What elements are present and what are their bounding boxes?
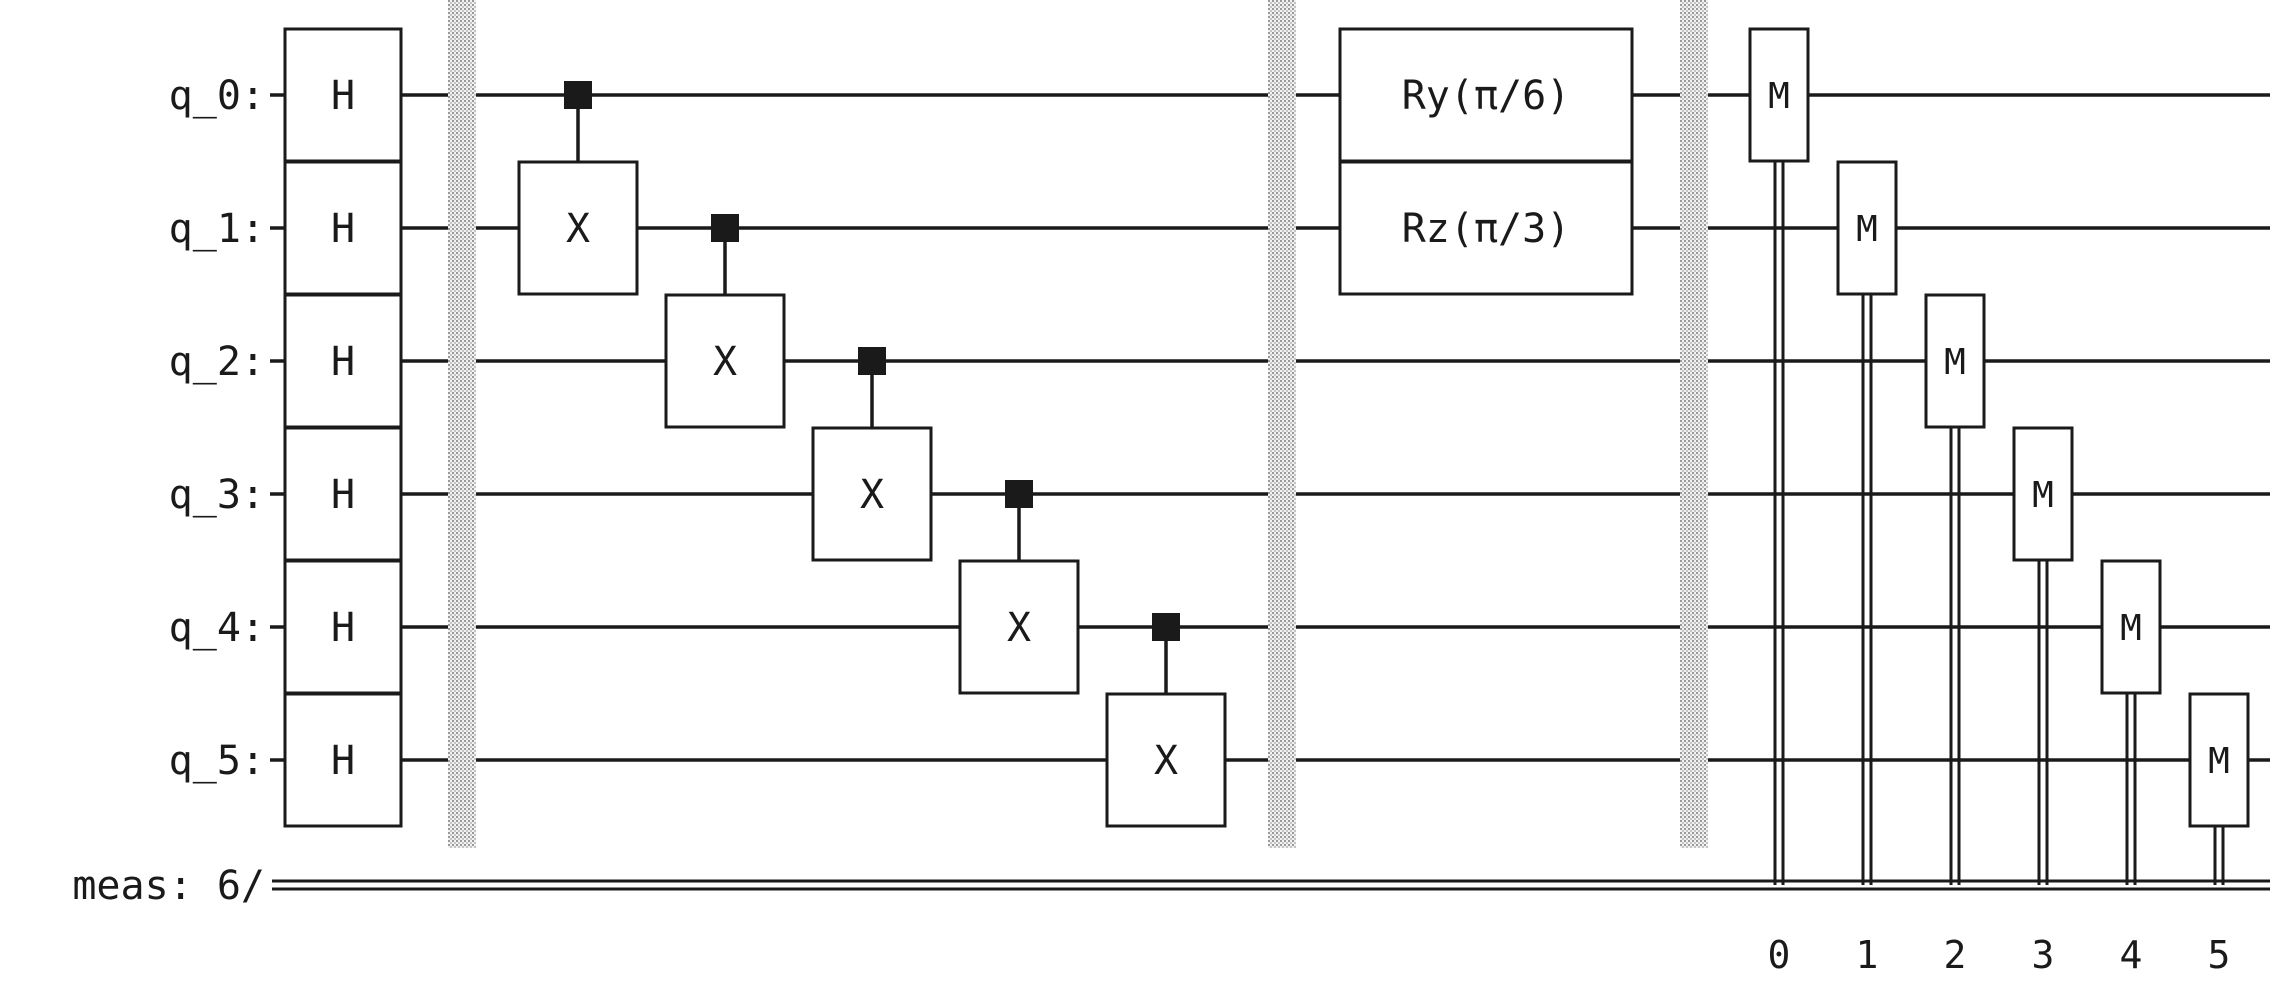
x-gate-box [811,426,933,562]
measure-label: M [2120,608,2142,649]
h-gate-2: H [283,293,403,429]
x-gate-label: X [1007,605,1031,651]
x-gate-label: X [713,339,737,385]
x-gate-box [517,160,639,296]
qubit-label-3: q_3: [169,472,265,518]
measure-label: M [2208,741,2230,782]
x-gate-label: X [860,472,884,518]
measure-1: M [1836,160,1898,885]
h-gate-label: H [331,605,355,651]
measure-box [1924,293,1986,429]
rotation-gate-label: Ry(π/6) [1402,73,1571,119]
classical-bit-index: 4 [2120,933,2143,977]
classical-bit-index: 3 [2032,933,2055,977]
measure-label: M [1856,209,1878,250]
control-dot [564,81,592,109]
cnot-1: X [664,214,786,429]
cnot-2: X [811,347,933,562]
x-gate-box [1105,692,1227,828]
measure-3: M [2012,426,2074,885]
barrier-2 [1680,0,1708,848]
classical-bit-index: 0 [1768,933,1791,977]
x-gate-label: X [1154,738,1178,784]
rotation-gate-1: Rz(π/3) [1338,160,1634,296]
measure-2: M [1924,293,1986,885]
h-gate-0: H [283,27,403,163]
measure-box [1748,27,1810,163]
h-gate-1: H [283,160,403,296]
control-dot [1005,480,1033,508]
measure-label: M [2032,475,2054,516]
qubit-label-2: q_2: [169,339,265,385]
rotation-gate-0: Ry(π/6) [1338,27,1634,163]
h-gate-label: H [331,339,355,385]
classical-bit-index: 1 [1856,933,1879,977]
h-gate-label: H [331,206,355,252]
h-gate-3: H [283,426,403,562]
h-gate-5: H [283,692,403,828]
classical-register-label: meas: 6/ [72,863,265,909]
control-dot [858,347,886,375]
classical-bit-index: 5 [2208,933,2231,977]
x-gate-box [958,559,1080,695]
qubit-label-4: q_4: [169,605,265,651]
measure-5: M [2188,692,2250,885]
measure-box [2012,426,2074,562]
h-gate-label: H [331,472,355,518]
measure-label: M [1944,342,1966,383]
rotation-gate-label: Rz(π/3) [1402,206,1571,252]
h-gate-label: H [331,73,355,119]
h-gate-4: H [283,559,403,695]
cnot-3: X [958,480,1080,695]
x-gate-box [664,293,786,429]
measure-0: M [1748,27,1810,885]
x-gate-label: X [566,206,590,252]
classical-bit-index: 2 [1944,933,1967,977]
measure-box [1836,160,1898,296]
qubit-label-5: q_5: [169,738,265,784]
qubit-label-1: q_1: [169,206,265,252]
barrier-0 [448,0,476,848]
control-dot [711,214,739,242]
h-gate-label: H [331,738,355,784]
cnot-0: X [517,81,639,296]
control-dot [1152,613,1180,641]
measure-box [2100,559,2162,695]
measure-4: M [2100,559,2162,885]
measure-box [2188,692,2250,828]
barrier-1 [1268,0,1296,848]
measure-label: M [1768,76,1790,117]
qubit-label-0: q_0: [169,73,265,119]
cnot-4: X [1105,613,1227,828]
